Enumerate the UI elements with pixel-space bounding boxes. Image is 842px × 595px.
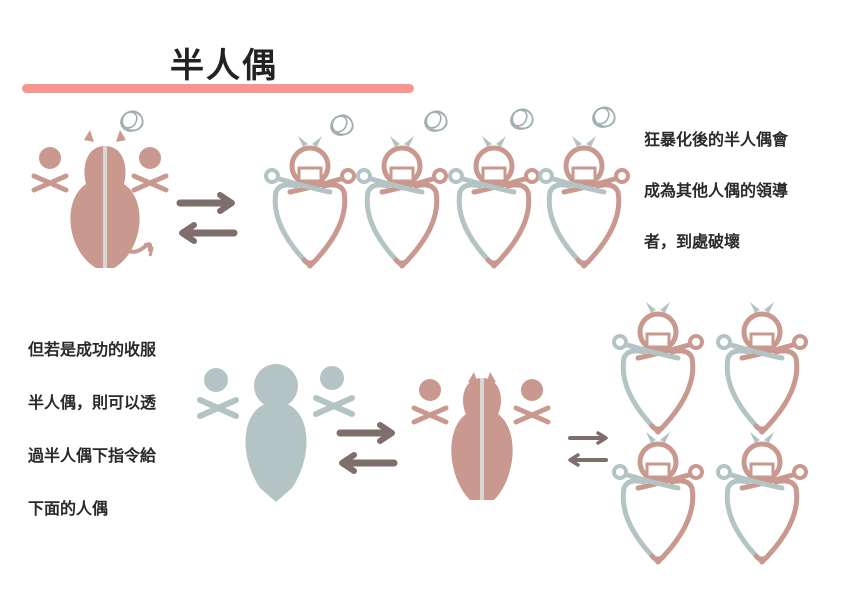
bottom-caption-line: 半人偶，則可以透: [28, 393, 157, 412]
two-way-arrow-icon: [340, 425, 394, 471]
demon-half-puppet-figure: [31, 110, 169, 268]
bottom-caption-line: 過半人偶下指令給: [28, 446, 157, 465]
puppet-figure: [266, 136, 354, 266]
two-way-arrow-icon: [180, 195, 234, 241]
puppet-figure: [718, 432, 806, 562]
tamed-half-puppet-figure: [411, 372, 551, 500]
title-underline: [22, 84, 414, 93]
top-caption-line: 成為其他人偶的領導: [644, 181, 789, 200]
bottom-caption-line: 但若是成功的收服: [28, 340, 157, 359]
puppet-figure: [614, 302, 702, 432]
top-caption-line: 者，到處破壞: [644, 232, 741, 251]
page-title: 半人偶: [170, 46, 278, 86]
top-caption-line: 狂暴化後的半人偶會: [644, 130, 789, 149]
puppet-figure: [540, 136, 628, 266]
small-two-way-arrow-icon: [568, 431, 608, 467]
master-figure: [197, 364, 355, 502]
bottom-caption-line: 下面的人偶: [28, 499, 109, 518]
puppet-figure: [450, 136, 538, 266]
puppet-figure: [614, 432, 702, 562]
puppet-group-bottom: [614, 302, 806, 562]
puppet-figure: [358, 136, 446, 266]
puppet-figure: [718, 302, 806, 432]
puppet-group-top: [266, 106, 628, 266]
